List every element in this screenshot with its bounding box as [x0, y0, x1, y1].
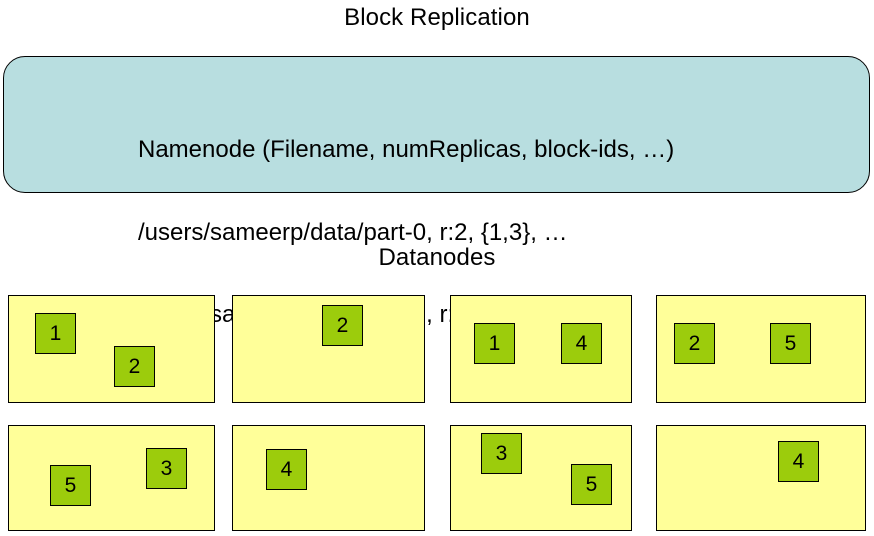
block-id-label: 5: [784, 332, 797, 355]
block-id-label: 5: [64, 474, 77, 497]
block-replica: 4: [778, 441, 819, 482]
block-replica: 5: [770, 323, 811, 364]
block-replica: 5: [571, 464, 612, 505]
block-id-label: 4: [792, 450, 805, 473]
block-replica: 3: [481, 433, 522, 474]
block-replica: 4: [266, 449, 307, 490]
block-replica: 5: [50, 465, 91, 506]
block-id-label: 2: [128, 355, 141, 378]
block-id-label: 1: [49, 322, 62, 345]
datanode-box: 4: [656, 425, 866, 531]
block-replica: 2: [114, 346, 155, 387]
datanode-box: 4: [232, 425, 425, 531]
namenode-header-line: Namenode (Filename, numReplicas, block-i…: [138, 136, 675, 163]
block-id-label: 5: [585, 473, 598, 496]
block-id-label: 3: [495, 442, 508, 465]
block-id-label: 4: [575, 332, 588, 355]
block-replica: 1: [474, 323, 515, 364]
datanode-box: 2: [232, 295, 425, 403]
block-id-label: 2: [336, 314, 349, 337]
datanodes-section-label: Datanodes: [378, 244, 496, 271]
namenode-box: Namenode (Filename, numReplicas, block-i…: [3, 56, 870, 328]
block-id-label: 4: [280, 458, 293, 481]
block-replica: 4: [561, 323, 602, 364]
block-replica: 1: [35, 313, 76, 354]
block-id-label: 2: [688, 332, 701, 355]
block-id-label: 3: [160, 457, 173, 480]
block-replica: 2: [322, 305, 363, 346]
block-replica: 3: [146, 448, 187, 489]
block-replica: 2: [674, 323, 715, 364]
namenode-entry-line-1: /users/sameerp/data/part-0, r:2, {1,3}, …: [138, 218, 568, 246]
block-id-label: 1: [488, 332, 501, 355]
page-title: Block Replication: [344, 4, 530, 31]
